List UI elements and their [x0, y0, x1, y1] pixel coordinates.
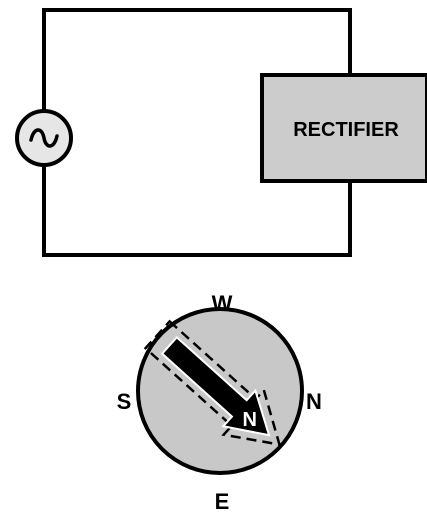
compass-needle: N: [143, 319, 282, 447]
compass-label-left: S: [117, 389, 132, 414]
circuit-wire: [42, 8, 352, 257]
needle-arrow: [160, 335, 271, 437]
rectifier-box: RECTIFIER: [260, 73, 427, 183]
needle-label: N: [242, 409, 256, 431]
compass-label-top: W: [212, 291, 233, 316]
compass-label-bottom: E: [215, 489, 230, 514]
compass-label-right: N: [306, 389, 322, 414]
rectifier-label: RECTIFIER: [293, 119, 399, 141]
circuit: RECTIFIER: [15, 8, 427, 257]
compass: N W S N E: [117, 291, 322, 514]
ac-source-icon: [15, 109, 73, 167]
